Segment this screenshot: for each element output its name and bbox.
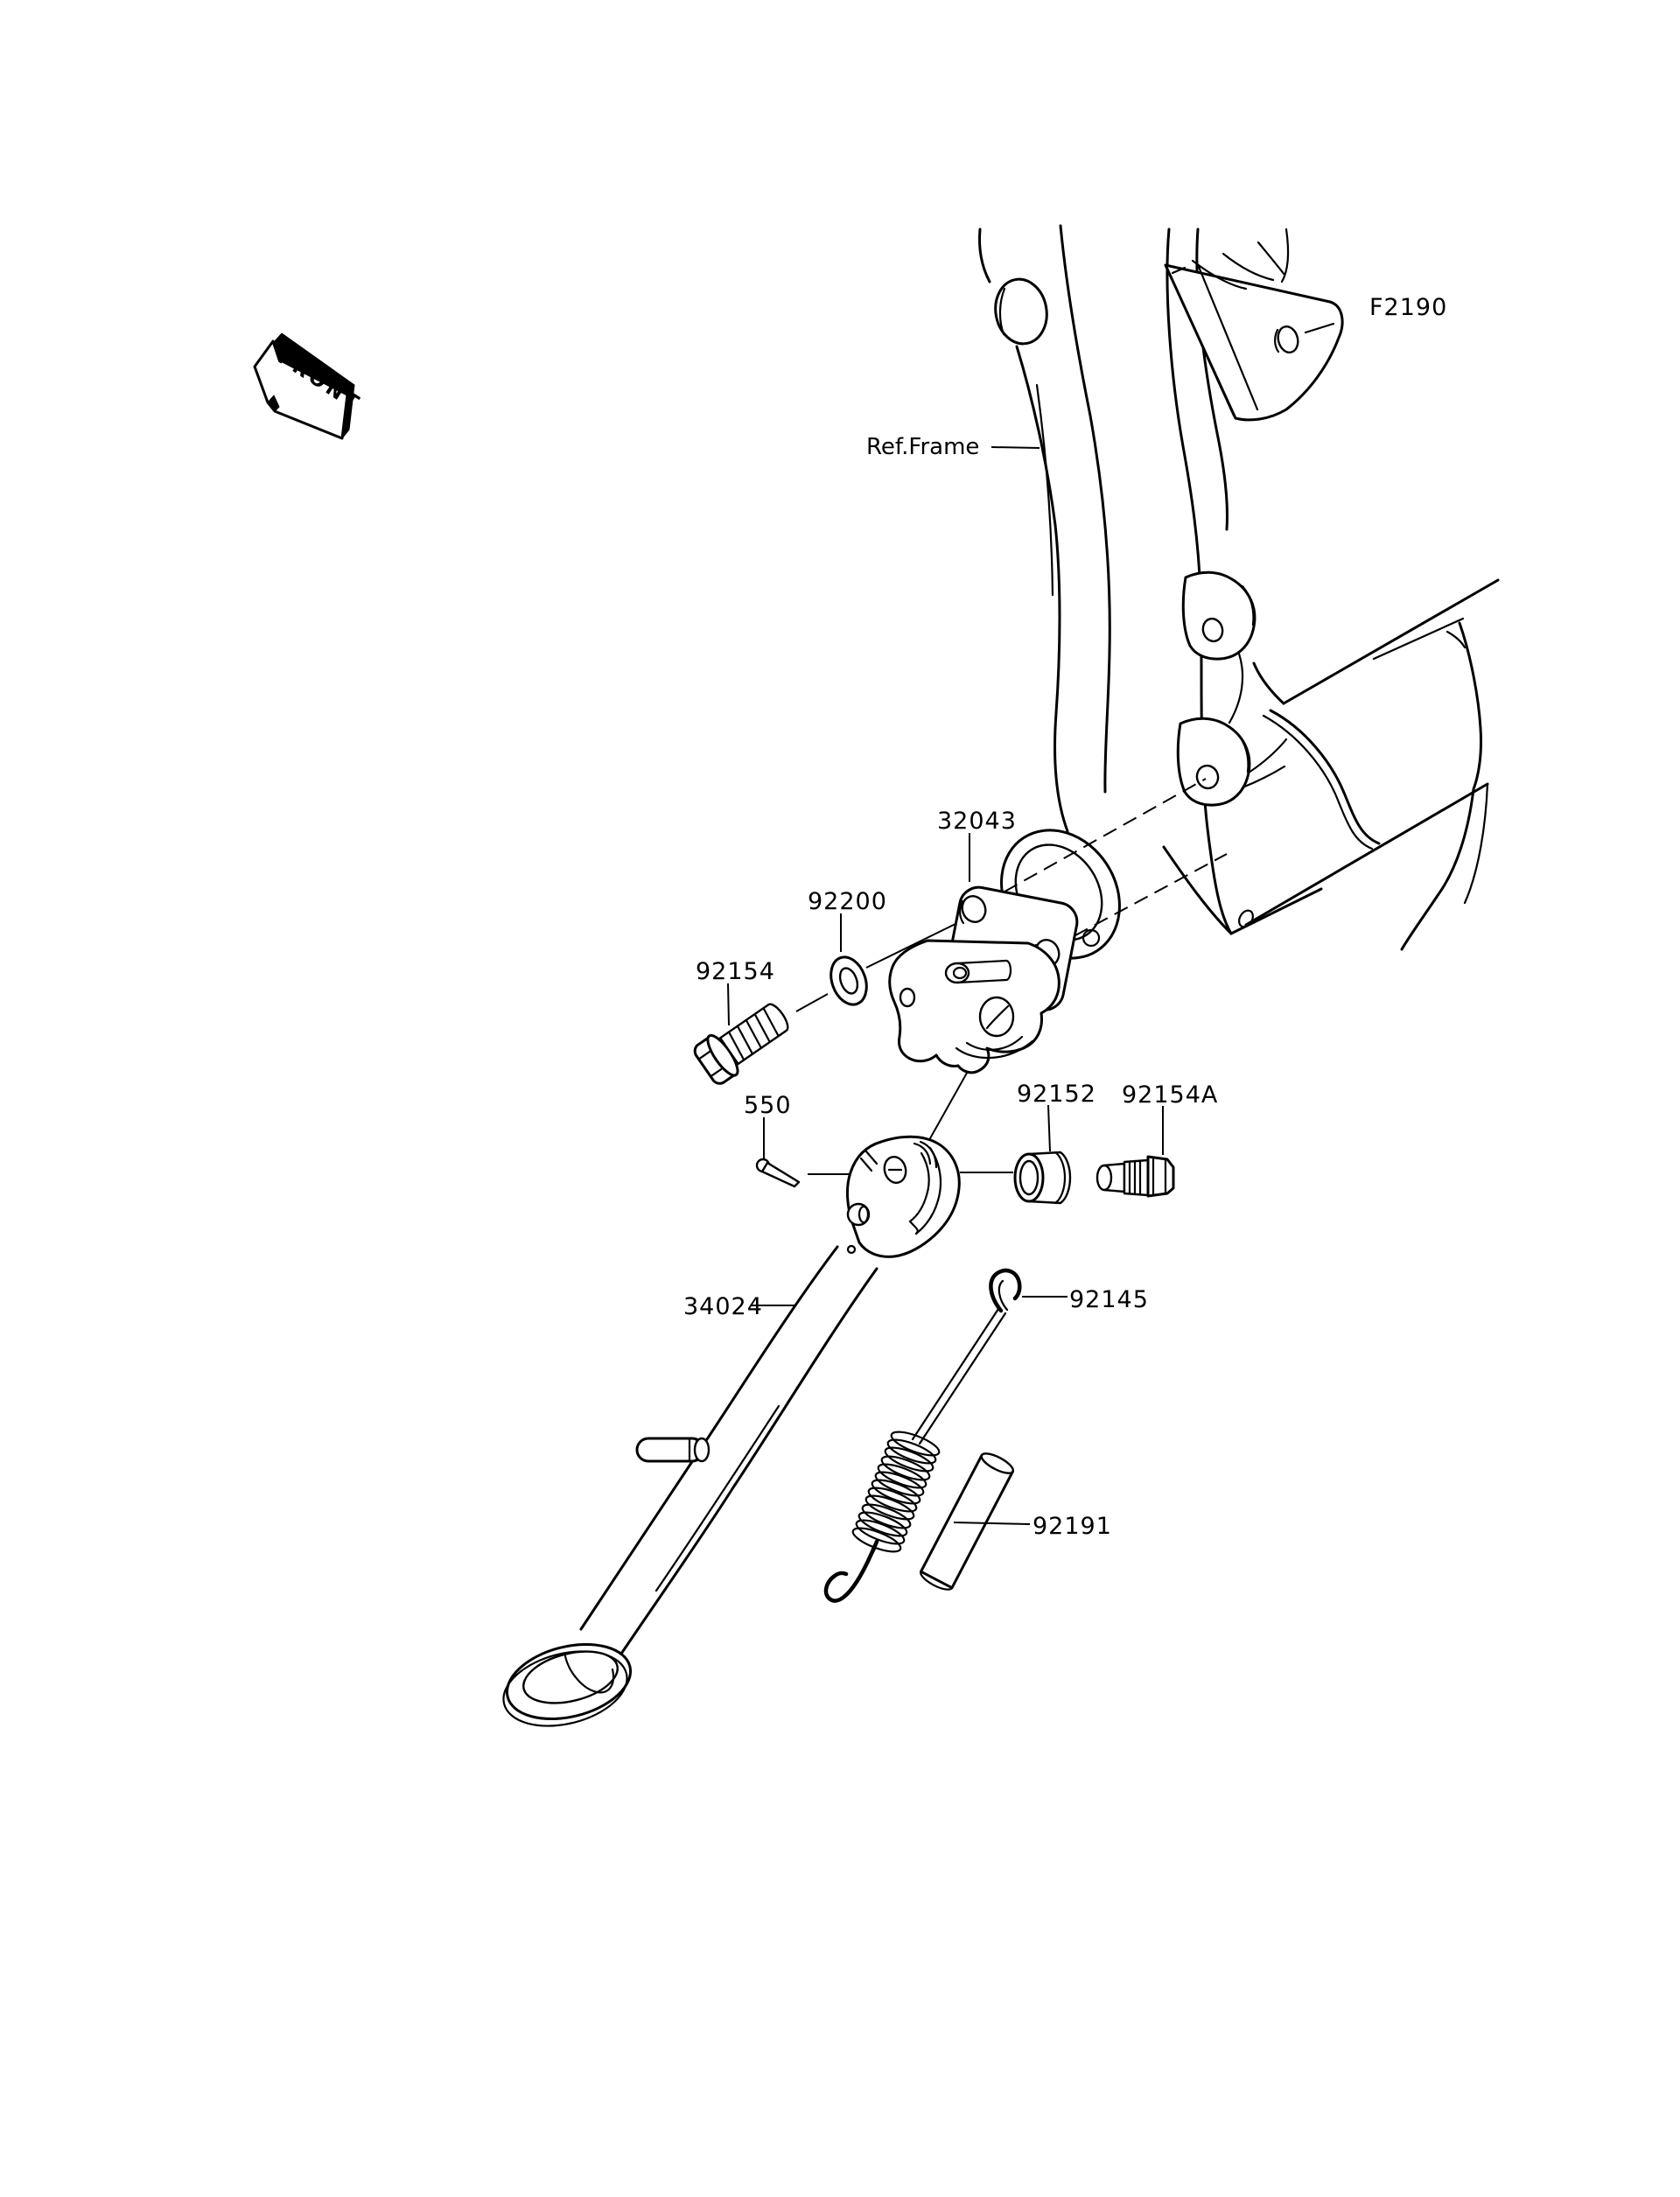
part-label-550: 550 [744, 1092, 792, 1119]
front-arrow-shadow [267, 395, 280, 412]
part-label-92200: 92200 [808, 888, 887, 915]
leader-lines [727, 446, 1164, 1525]
cotter-pin-550-drawing [755, 1158, 801, 1188]
part-labels: Ref.Frame F2190 32043 92200 92154 550 92… [683, 294, 1447, 1540]
ref-frame-label: Ref.Frame [866, 434, 979, 460]
part-label-92191: 92191 [1032, 1513, 1112, 1540]
shoulder-bolt-92154A-drawing [1096, 1155, 1175, 1198]
part-label-92154: 92154 [696, 958, 775, 985]
part-label-92145: 92145 [1069, 1286, 1149, 1313]
washer-92200-drawing [830, 955, 868, 1006]
spring-92145-drawing [823, 1268, 1022, 1603]
part-label-32043: 32043 [937, 808, 1017, 835]
figure-code: F2190 [1369, 294, 1447, 321]
flange-bolt-92154-drawing [693, 1003, 789, 1085]
front-direction-arrow: FRONT [253, 332, 365, 440]
side-stand-34024-drawing [502, 1135, 961, 1727]
bushing-92152-drawing [1013, 1151, 1072, 1205]
collar-92191-drawing [920, 1452, 1014, 1591]
part-label-92154A: 92154A [1122, 1081, 1218, 1109]
bracket-32043-drawing [888, 885, 1079, 1074]
frame-drawing [978, 224, 1500, 960]
part-label-34024: 34024 [683, 1293, 763, 1320]
part-label-92152: 92152 [1017, 1081, 1096, 1108]
